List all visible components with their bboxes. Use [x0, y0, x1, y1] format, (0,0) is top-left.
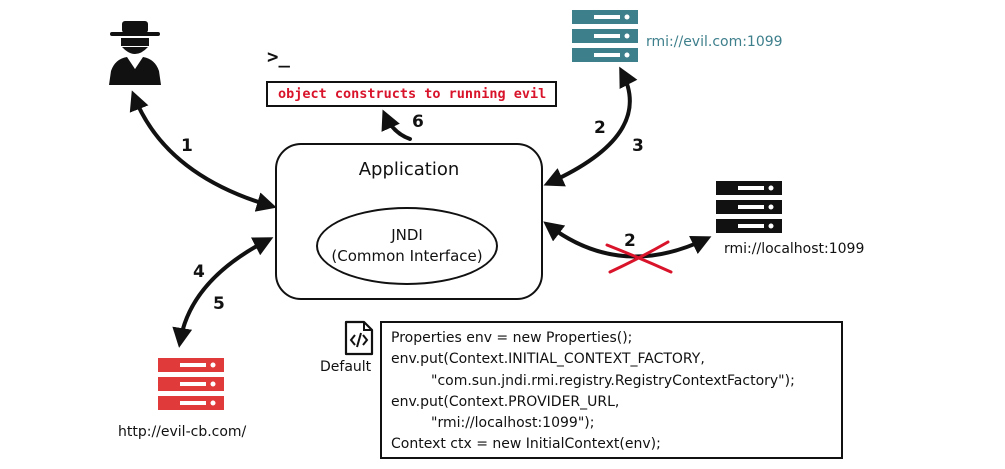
arrow-attacker-to-app — [129, 90, 277, 212]
code-line: "com.sun.jndi.rmi.registry.RegistryConte… — [431, 372, 795, 389]
code-line: "rmi://localhost:1099"); — [431, 415, 595, 432]
default-file-label: Default — [320, 359, 372, 375]
application-box: Application JNDI (Common Interface) — [275, 143, 543, 300]
jndi-title: JNDI — [391, 226, 423, 244]
jndi-ellipse: JNDI (Common Interface) — [316, 207, 498, 285]
arrow-app-to-evil-cb — [172, 237, 274, 348]
arrow-app-to-command — [381, 109, 412, 141]
evil-rmi-label: rmi://evil.com:1099 — [646, 34, 783, 50]
step-3-label: 3 — [632, 136, 644, 156]
step-2-blocked-label: 2 — [624, 231, 636, 251]
code-line: Context ctx = new InitialContext(env); — [391, 436, 661, 453]
server-icon — [572, 10, 638, 62]
application-title: Application — [358, 159, 460, 180]
step-6-label: 6 — [412, 112, 424, 132]
code-line: Properties env = new Properties(); — [391, 330, 633, 346]
evil-cb-label: http://evil-cb.com/ — [118, 424, 247, 440]
terminal-prompt-icon: >_ — [267, 46, 290, 68]
step-4-label: 4 — [193, 262, 205, 282]
step-5-label: 5 — [213, 294, 225, 314]
code-line: env.put(Context.PROVIDER_URL, — [391, 393, 620, 410]
code-file-icon — [344, 320, 374, 356]
local-rmi-label: rmi://localhost:1099 — [724, 241, 865, 257]
step-1-label: 1 — [181, 136, 193, 156]
blocked-cross-icon — [605, 240, 673, 274]
spy-icon — [109, 21, 161, 85]
server-icon — [158, 358, 224, 410]
code-snippet-box: Properties env = new Properties(); env.p… — [380, 321, 843, 459]
server-icon — [716, 181, 782, 233]
arrow-app-to-local-rmi — [543, 221, 712, 259]
arrow-app-to-evil-rmi — [543, 66, 638, 187]
jndi-subtitle: (Common Interface) — [331, 247, 483, 265]
command-box: object constructs to running evil — [266, 81, 557, 107]
step-2-label: 2 — [594, 118, 606, 138]
code-line: env.put(Context.INITIAL_CONTEXT_FACTORY, — [391, 351, 705, 368]
